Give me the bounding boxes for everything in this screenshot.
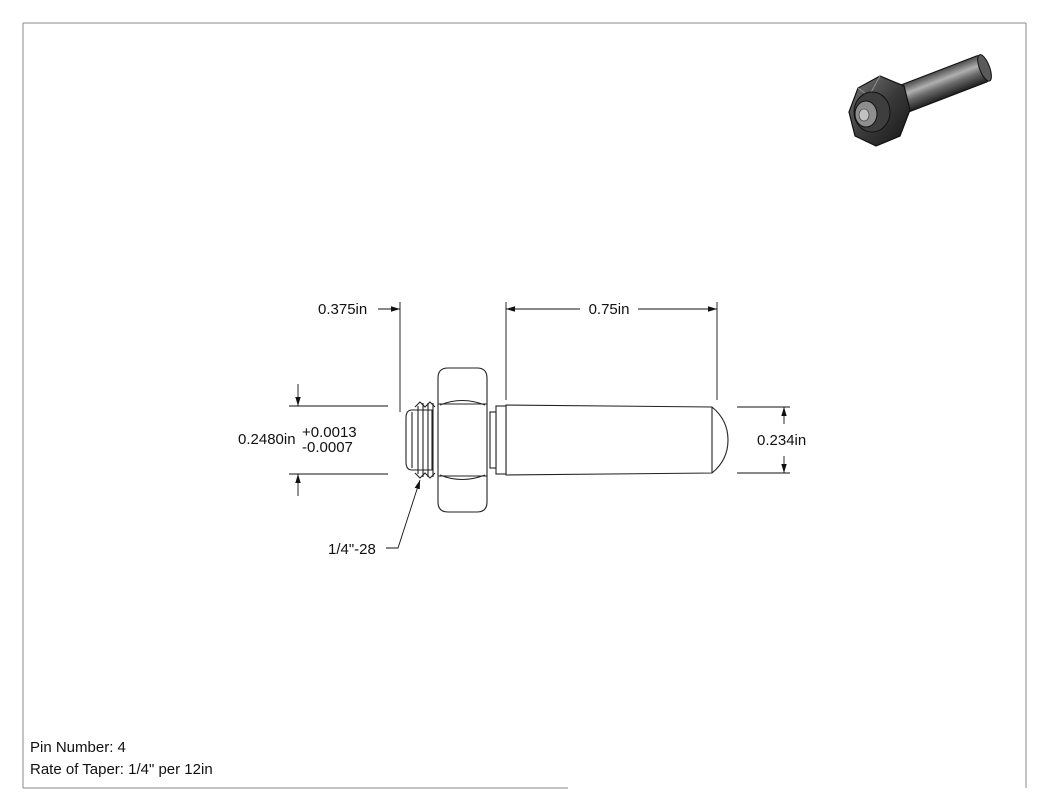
dim-tolerance-minus: -0.0007 <box>302 439 353 456</box>
dim-shank-length: 0.75in <box>589 301 630 318</box>
dim-thread-length: 0.375in <box>318 301 367 318</box>
dim-major-diameter: 0.2480in <box>238 431 296 448</box>
dimension-lines <box>289 302 790 549</box>
pin-side-view <box>405 367 729 513</box>
dim-tip-diameter: 0.234in <box>757 432 806 449</box>
pin-number-note: Pin Number: 4 <box>30 739 126 756</box>
dim-tolerance-plus: +0.0013 <box>302 424 357 441</box>
taper-rate-note: Rate of Taper: 1/4" per 12in <box>30 761 213 778</box>
isometric-view <box>848 54 992 147</box>
thread-spec-label: 1/4"-28 <box>328 541 376 558</box>
sheet-border <box>22 22 1027 789</box>
